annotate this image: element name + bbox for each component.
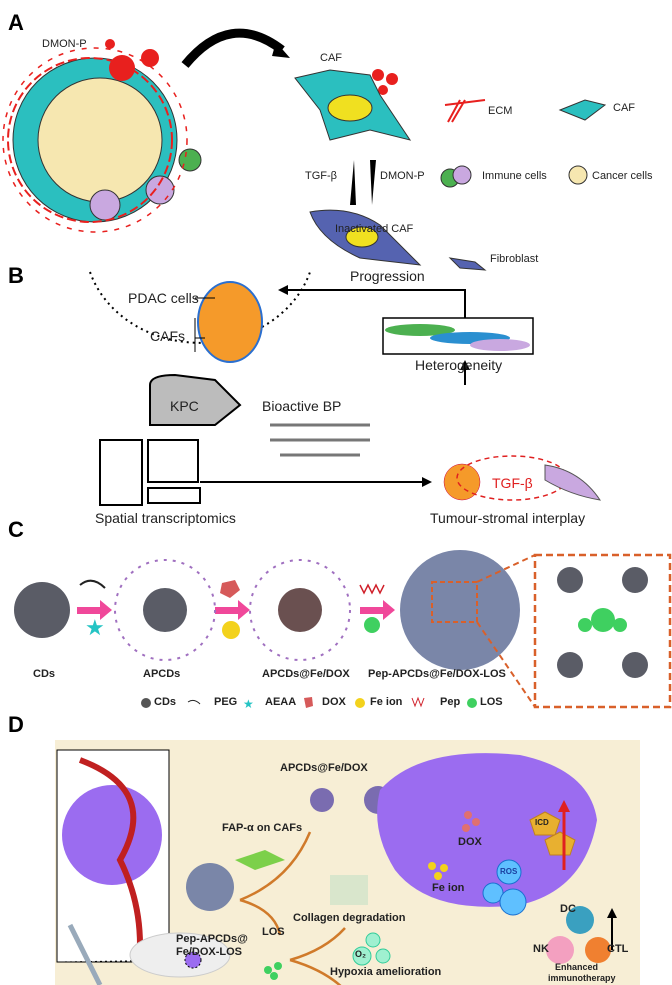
legend-fibroblast: Fibroblast bbox=[490, 253, 539, 265]
svg-text:★: ★ bbox=[243, 697, 254, 711]
nk-cell bbox=[546, 936, 574, 964]
enhanced-label: Enhanced bbox=[555, 962, 599, 972]
legend-cds: CDs bbox=[154, 696, 177, 708]
cancer-legend-icon bbox=[568, 165, 588, 185]
pep-apcds-particle bbox=[400, 550, 520, 670]
ctl-cell bbox=[585, 937, 611, 963]
dox-label: DOX bbox=[458, 836, 482, 848]
progression-label: Progression bbox=[350, 268, 425, 284]
bioactive-bp-label: Bioactive BP bbox=[262, 398, 342, 414]
legend-cancer: Cancer cells bbox=[592, 170, 653, 182]
collagen-label: Collagen degradation bbox=[293, 912, 406, 924]
step-apcds: APCDs bbox=[143, 668, 181, 680]
dmon-p-particles bbox=[105, 39, 398, 95]
panel-c-label: C bbox=[8, 517, 24, 542]
ctl-label: CTL bbox=[607, 943, 629, 955]
apcds-fe-dox-label: APCDs@Fe/DOX bbox=[280, 762, 368, 774]
icd-label: ICD bbox=[535, 818, 549, 827]
dc-cell bbox=[566, 906, 594, 934]
caf-label: CAF bbox=[320, 52, 342, 64]
legend-dox: DOX bbox=[322, 696, 346, 708]
step-cds: CDs bbox=[33, 668, 56, 680]
tgf-beta-label: TGF-β bbox=[305, 170, 337, 182]
panel-d-label: D bbox=[8, 712, 24, 737]
heterogeneity-label: Heterogeneity bbox=[415, 357, 503, 373]
syringe bbox=[67, 923, 103, 985]
pink-arrows bbox=[77, 600, 395, 620]
curved-arrow bbox=[181, 28, 285, 68]
tgf-beta-red-label: TGF-β bbox=[492, 475, 533, 491]
nk-label: NK bbox=[533, 943, 549, 955]
dc-label: DC bbox=[560, 903, 576, 915]
spatial-label: Spatial transcriptomics bbox=[95, 510, 236, 526]
apcds-particle bbox=[143, 588, 187, 632]
ros-label: ROS bbox=[500, 867, 518, 876]
dotted-arc bbox=[89, 271, 311, 344]
caf-icon bbox=[235, 850, 285, 870]
progression-arrow bbox=[285, 289, 466, 320]
fe-ion-label: Fe ion bbox=[432, 882, 465, 894]
legend-ecm: ECM bbox=[488, 105, 513, 117]
dmon-p-arrow-label: DMON-P bbox=[380, 170, 425, 182]
pdac-label: PDAC cells bbox=[128, 290, 199, 306]
kpc-label: KPC bbox=[170, 398, 199, 414]
c-legend-icons: ★ bbox=[141, 696, 477, 711]
legend-caf: CAF bbox=[613, 102, 635, 114]
bp-molecules bbox=[270, 423, 370, 457]
apcds-fe-dox-particle bbox=[278, 588, 322, 632]
kpc-mouse bbox=[149, 373, 242, 426]
computer-icon bbox=[99, 439, 201, 506]
fap-label: FAP-α on CAFs bbox=[222, 822, 303, 834]
ecm-legend-icon bbox=[444, 99, 486, 123]
panel-a-label: A bbox=[8, 10, 24, 35]
hypoxia-label: Hypoxia amelioration bbox=[330, 966, 442, 978]
interplay-label: Tumour-stromal interplay bbox=[430, 510, 586, 526]
nanoparticle-cluster bbox=[186, 863, 234, 911]
caf-legend-icon bbox=[558, 99, 607, 121]
immunotherapy-label: immunotherapy bbox=[548, 973, 616, 983]
o2-label: O₂ bbox=[355, 949, 366, 959]
los-label: LOS bbox=[262, 926, 285, 938]
legend-aeaa: AEAA bbox=[265, 696, 297, 708]
mouse bbox=[129, 932, 231, 978]
pdac-cluster bbox=[197, 281, 263, 363]
tumor-illustration bbox=[2, 47, 202, 233]
legend-fe-ion: Fe ion bbox=[370, 696, 403, 708]
legend-peg: PEG bbox=[214, 696, 238, 708]
fibroblast-legend-icon bbox=[448, 257, 487, 271]
cds-particle bbox=[14, 582, 70, 638]
step-apcds-fe-dox: APCDs@Fe/DOX bbox=[262, 668, 350, 680]
legend-immune: Immune cells bbox=[482, 170, 547, 182]
inactivated-caf-label: Inactivated CAF bbox=[335, 223, 414, 235]
tumour-cell bbox=[443, 463, 481, 501]
panel-b-label: B bbox=[8, 263, 24, 288]
cafs-label: CAFs bbox=[150, 328, 185, 344]
legend-pep: Pep bbox=[440, 696, 461, 708]
pep-label-1: Pep-APCDs@ bbox=[176, 933, 248, 945]
legend-los: LOS bbox=[480, 696, 503, 708]
pep-label-2: Fe/DOX-LOS bbox=[176, 946, 243, 958]
stromal-cell bbox=[544, 464, 602, 501]
collagen-icon bbox=[330, 875, 368, 905]
dmon-p-label: DMON-P bbox=[42, 38, 87, 50]
step-pep-apcds: Pep-APCDs@Fe/DOX-LOS bbox=[368, 668, 506, 680]
svg-text:★: ★ bbox=[85, 615, 105, 640]
